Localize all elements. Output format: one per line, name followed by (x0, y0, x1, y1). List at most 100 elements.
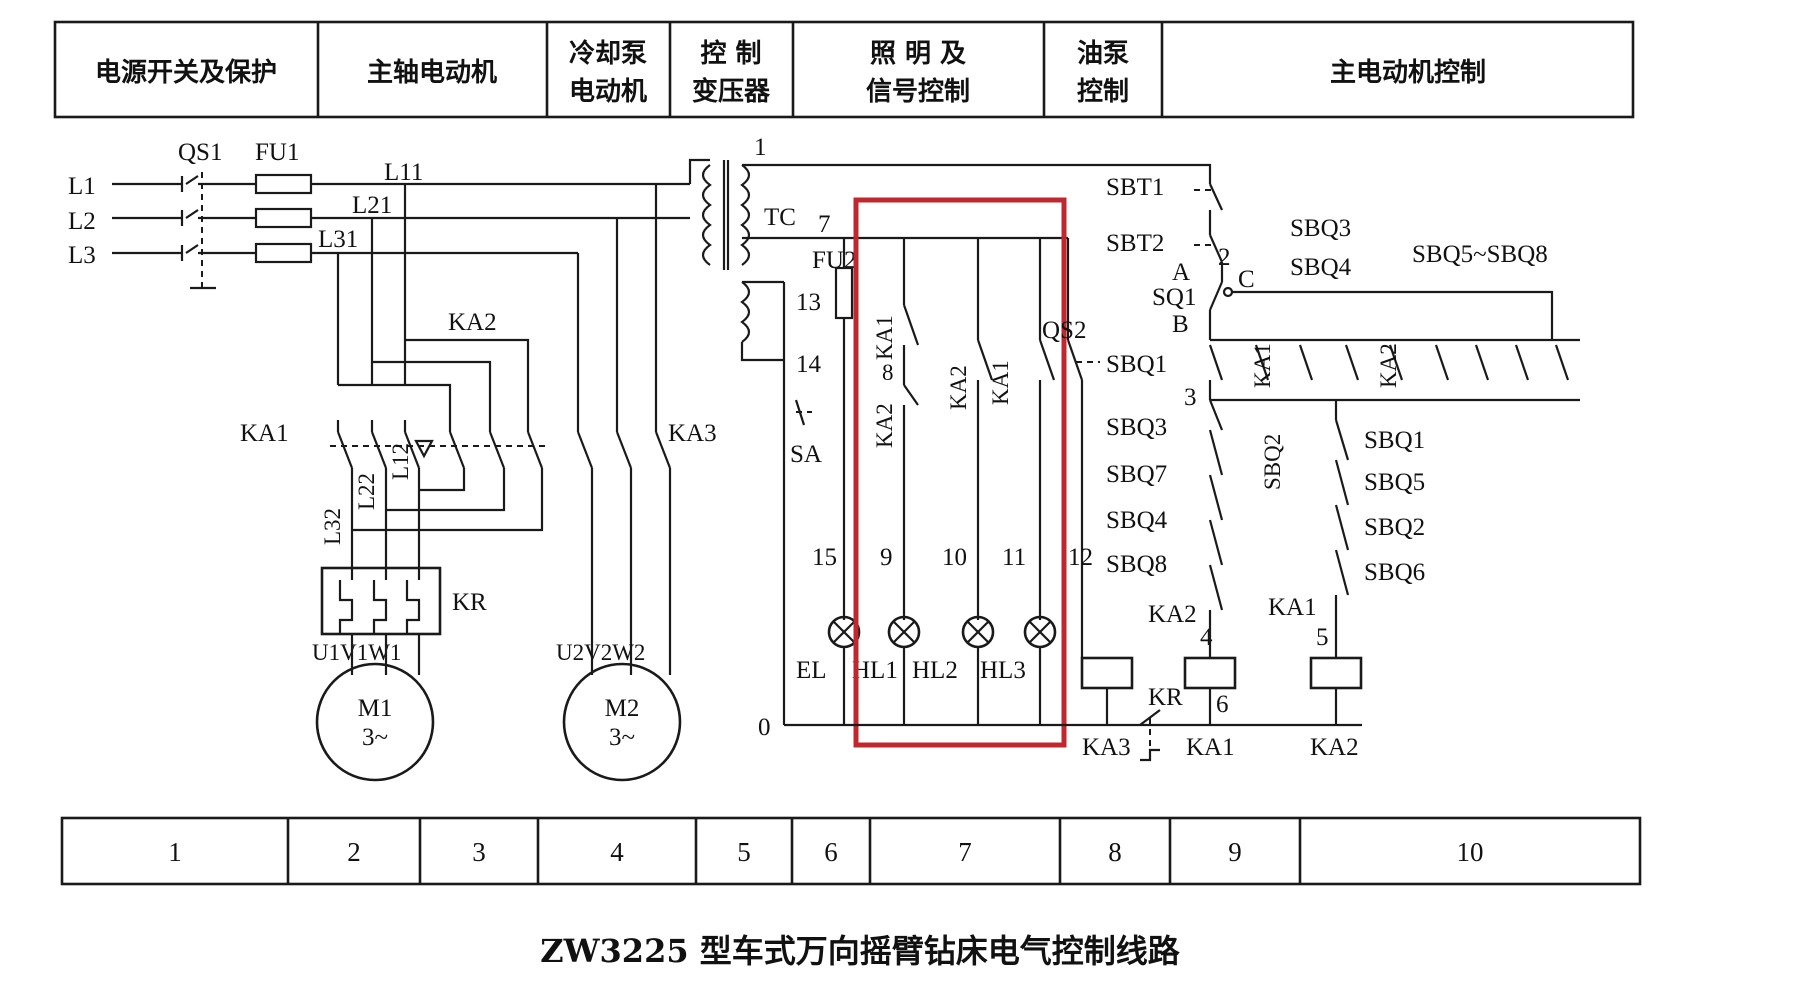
label-node-2: 2 (1218, 244, 1231, 271)
footer-zone-7: 7 (958, 837, 972, 867)
label-ka2-top: KA2 (448, 309, 497, 336)
power-section: L1 L2 L3 QS1 FU1 L11 L21 L31 (68, 139, 690, 290)
label-node-5: 5 (1316, 624, 1329, 651)
label-m1-phase: 3~ (362, 724, 388, 751)
label-node-12: 12 (1068, 544, 1093, 571)
label-sbq3-top: SBQ3 (1290, 215, 1351, 242)
label-ka3-coil: KA3 (1082, 734, 1131, 761)
footer-zone-9: 9 (1228, 837, 1242, 867)
label-sbq2-v: SBQ2 (1260, 434, 1285, 490)
label-node-1: 1 (754, 134, 767, 161)
label-ka1-contact-v: KA1 (872, 315, 897, 360)
diagram-title: ZW3225 型车式万向摇臂钻床电气控制线路 (540, 932, 1181, 970)
label-fu1: FU1 (255, 139, 299, 166)
header-col-lighting-2: 信号控制 (866, 77, 970, 107)
label-sbq7: SBQ7 (1106, 461, 1167, 488)
label-l32: L32 (320, 508, 345, 545)
label-node-14: 14 (796, 351, 822, 378)
lamp-hl1 (887, 615, 921, 649)
label-sbq1-left: SBQ1 (1106, 351, 1167, 378)
coil-ka1 (1183, 656, 1237, 690)
footer-zone-10: 10 (1457, 837, 1484, 867)
label-node-11: 11 (1002, 544, 1026, 571)
label-node-0: 0 (758, 714, 771, 741)
label-node-9: 9 (880, 544, 893, 571)
footer-zone-table: 1 2 3 4 5 6 7 8 9 10 (60, 816, 1642, 886)
footer-zone-5: 5 (737, 837, 751, 867)
label-ka1-counter: KA1 (1250, 343, 1275, 388)
label-l3: L3 (68, 242, 96, 269)
footer-zone-1: 1 (168, 837, 182, 867)
lamp-hl3 (1023, 615, 1057, 649)
label-l12: L12 (388, 443, 413, 480)
label-hl3: HL3 (980, 657, 1026, 684)
label-node-15: 15 (812, 544, 837, 571)
label-sbt2: SBT2 (1106, 230, 1164, 257)
motor-m1 (315, 662, 435, 782)
lighting-signal-section: FU2 13 14 SA 15 KA1 KA2 8 KA2 KA1 9 10 1… (758, 197, 1067, 748)
header-col-main-motor-control: 主电动机控制 (1330, 58, 1486, 88)
header-col-power: 电源开关及保护 (95, 58, 277, 88)
label-ka1-c: KA1 (1268, 594, 1317, 621)
label-node-3: 3 (1184, 384, 1197, 411)
label-node-13: 13 (796, 289, 821, 316)
label-kr: KR (452, 589, 487, 616)
label-sbq2: SBQ2 (1364, 514, 1425, 541)
header-col-oilpump-2: 控制 (1077, 77, 1129, 107)
header-col-oilpump-1: 油泵 (1077, 39, 1129, 69)
label-ka2-counter: KA2 (1376, 343, 1401, 388)
label-sbq6: SBQ6 (1364, 559, 1425, 586)
label-u2v2w2: U2V2W2 (556, 640, 645, 665)
label-sbq5: SBQ5 (1364, 469, 1425, 496)
label-ka3-main: KA3 (668, 420, 717, 447)
header-col-coolant-1: 冷却泵 (569, 38, 647, 69)
header-col-coolant-2: 电动机 (569, 77, 647, 107)
label-l2: L2 (68, 208, 96, 235)
label-ka2-contact-v: KA2 (872, 403, 897, 448)
spindle-motor-section: KA2 KA1 L32 L22 L12 KR U1V1W1 (240, 184, 550, 782)
kr-thermal-relay (320, 566, 442, 636)
label-sbq8: SBQ8 (1106, 551, 1167, 578)
footer-zone-6: 6 (824, 837, 838, 867)
highlight-box (853, 197, 1067, 748)
coil-ka2 (1309, 656, 1363, 690)
label-sbq1: SBQ1 (1364, 427, 1425, 454)
label-sq1: SQ1 (1152, 284, 1196, 311)
label-fu2: FU2 (812, 247, 856, 274)
label-l22: L22 (354, 473, 379, 510)
label-qs1: QS1 (178, 139, 222, 166)
label-sbq4-top: SBQ4 (1290, 254, 1352, 281)
main-motor-control-section: SBT1 SBT2 2 A SQ1 B C SBQ3 SBQ4 SBQ5~SBQ… (1106, 174, 1580, 762)
label-ka2-coil: KA2 (1310, 734, 1359, 761)
ka1-main-contacts (330, 420, 550, 469)
header-table: 电源开关及保护 主轴电动机 冷却泵 电动机 控 制 变压器 照 明 及 信号控制… (53, 20, 1635, 119)
header-col-transformer-2: 变压器 (692, 76, 771, 107)
oil-pump-section: QS2 12 KA3 (1042, 238, 1134, 761)
coil-ka3 (1080, 656, 1134, 690)
label-sbq4: SBQ4 (1106, 507, 1168, 534)
label-sa: SA (790, 441, 822, 468)
label-sbq3: SBQ3 (1106, 414, 1167, 441)
label-ka1-main: KA1 (240, 420, 289, 447)
label-l1: L1 (68, 173, 96, 200)
fu1-fuses (254, 173, 313, 264)
coolant-motor-section: KA3 U2V2W2 M2 3~ (556, 184, 717, 782)
label-hl1: HL1 (852, 657, 898, 684)
label-node-b: B (1172, 311, 1189, 338)
label-ka2-contact-v2: KA2 (946, 365, 971, 410)
label-hl2: HL2 (912, 657, 958, 684)
fu2-fuse (834, 266, 854, 320)
qs1-switch (180, 172, 216, 290)
label-m1: M1 (358, 695, 393, 722)
label-m2: M2 (605, 695, 640, 722)
header-col-spindle-motor: 主轴电动机 (367, 58, 497, 88)
label-node-6: 6 (1216, 691, 1229, 718)
header-col-lighting-1: 照 明 及 (870, 39, 966, 69)
label-u1v1w1: U1V1W1 (312, 640, 401, 665)
upper-contact-row (1208, 344, 1570, 381)
label-el: EL (796, 657, 827, 684)
footer-zone-8: 8 (1108, 837, 1122, 867)
label-node-c: C (1238, 266, 1255, 293)
label-l11: L11 (384, 159, 423, 186)
